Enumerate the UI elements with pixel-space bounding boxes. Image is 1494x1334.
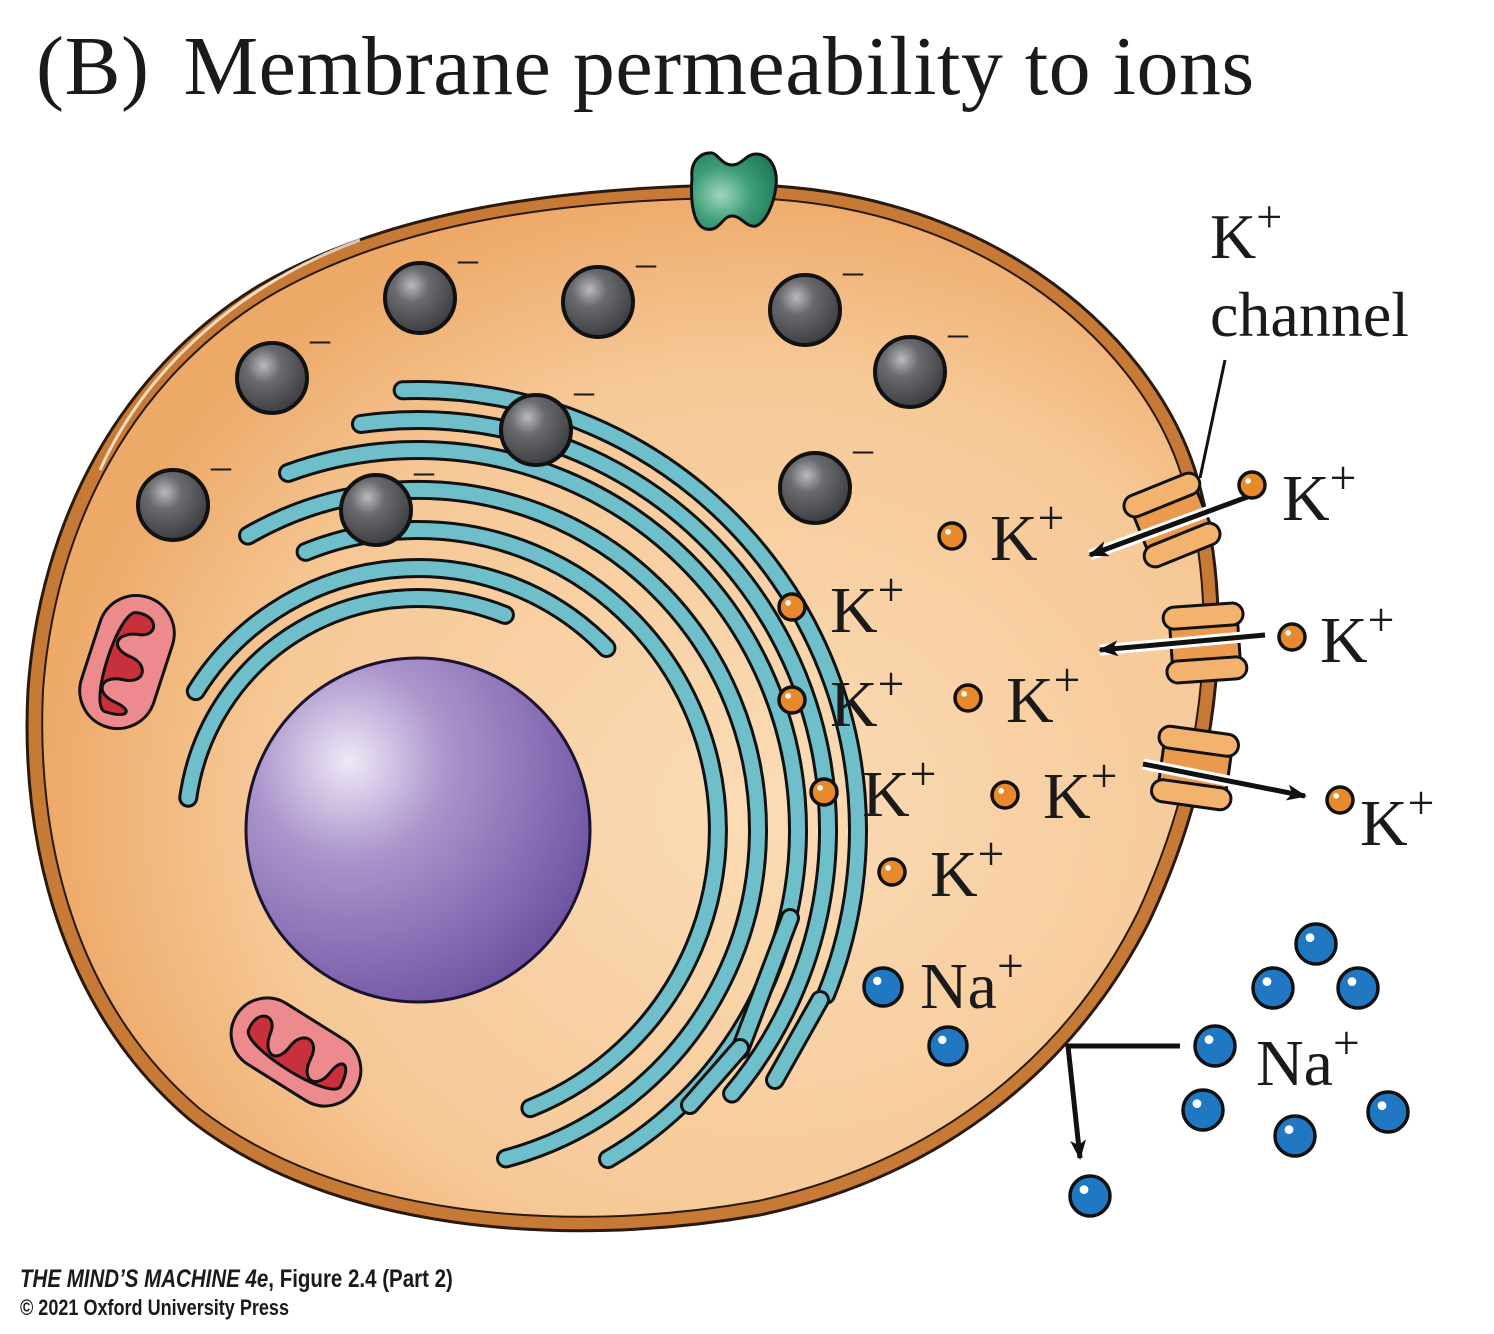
mitochondrion-upper: [78, 593, 176, 731]
sodium-ion-label: Na+: [1256, 1018, 1360, 1100]
potassium-ion-label: K+: [830, 565, 904, 647]
potassium-ion: K+: [937, 493, 1064, 575]
sodium-ion: [1336, 966, 1380, 1010]
potassium-ion-label: K+: [930, 829, 1004, 911]
potassium-ion: K+: [777, 565, 904, 647]
er-fragment: [765, 990, 830, 1090]
er-fragment: [730, 908, 800, 1060]
mitochondrion-lower: [229, 996, 363, 1108]
anion: –: [339, 448, 435, 547]
potassium-ion-label: K+: [1006, 655, 1080, 737]
sodium-ion: [1181, 1088, 1225, 1132]
book-title: THE MIND’S MACHINE 4e: [20, 1265, 269, 1293]
potassium-ion: K+: [1237, 453, 1356, 535]
anion: –: [383, 236, 479, 335]
potassium-ion-label: K+: [830, 659, 904, 741]
figure-ref: , Figure 2.4 (Part 2): [268, 1265, 453, 1293]
negative-charge-label: –: [210, 443, 232, 488]
sodium-ion-label: Na+: [920, 941, 1024, 1023]
potassium-ion: K+: [1277, 595, 1394, 677]
k-efflux-arrow: [1141, 758, 1307, 802]
negative-charge-label: –: [573, 368, 595, 413]
sodium-ions: Na+ Na+: [862, 922, 1410, 1218]
membrane-pump-protein: [690, 151, 778, 231]
k-influx-arrow-1: [1088, 490, 1252, 561]
er-cisterna: [295, 520, 728, 1119]
anion: –: [873, 310, 969, 409]
k-influx-arrow-2: [1098, 629, 1266, 657]
title-text: Membrane permeability to ions: [183, 20, 1255, 113]
sodium-ion: Na+: [862, 941, 1024, 1023]
k-channel-label-line1: K+: [1210, 191, 1282, 272]
copyright: © 2021 Oxford University Press: [20, 1295, 289, 1320]
anion: –: [778, 426, 874, 525]
anion: –: [561, 240, 657, 339]
sodium-ion: [927, 1025, 969, 1067]
panel-label: (B): [36, 20, 150, 113]
potassium-ion-label: K+: [990, 493, 1064, 575]
anion: –: [136, 443, 232, 542]
er-fragment: [680, 1038, 750, 1115]
sodium-ion: [1294, 922, 1338, 966]
potassium-ion: K+: [877, 829, 1004, 911]
negative-charge-label: –: [309, 316, 331, 361]
anion: –: [235, 316, 331, 415]
potassium-ion-label: K+: [1320, 595, 1394, 677]
potassium-ion: K+: [1325, 778, 1434, 860]
endoplasmic-reticulum: [178, 380, 868, 1170]
figure-credit: THE MIND’S MACHINE 4e, Figure 2.4 (Part …: [20, 1264, 453, 1322]
k-channel-leader-line: [1198, 359, 1227, 479]
nucleus: [244, 656, 592, 1004]
anion: –: [499, 368, 595, 467]
er-cisterna: [238, 480, 768, 1169]
negative-charge-label: –: [635, 240, 657, 285]
figure-title: (B) Membrane permeability to ions: [36, 18, 1255, 115]
potassium-ion: K+: [809, 749, 936, 831]
er-cisterna: [178, 588, 515, 808]
potassium-ion: K+: [990, 751, 1117, 833]
negative-charge-label: –: [852, 426, 874, 471]
potassium-ion: K+: [953, 655, 1080, 737]
k-channel: [1150, 724, 1240, 812]
potassium-ion: K+: [777, 659, 904, 741]
potassium-ion-label: K+: [1282, 453, 1356, 535]
potassium-ions: K+K+K+K+K+K+K+K+K+K+: [777, 453, 1434, 911]
negative-charge-label: –: [842, 248, 864, 293]
negative-charge-label: –: [947, 310, 969, 355]
potassium-ion-label: K+: [1360, 778, 1434, 860]
potassium-ion-label: K+: [862, 749, 936, 831]
sodium-ion: [1366, 1090, 1410, 1134]
na-blocked-arrow: [1065, 1043, 1180, 1160]
anions: – – – – – – – – –: [136, 236, 969, 547]
negative-charge-label: –: [413, 448, 435, 493]
potassium-ion-label: K+: [1043, 751, 1117, 833]
sodium-ion: [1068, 1174, 1112, 1218]
ion-arrows: [1065, 359, 1307, 1160]
sodium-ion: Na+: [1193, 1018, 1360, 1100]
er-cisterna: [185, 558, 617, 702]
membrane-highlight: [98, 238, 361, 471]
negative-charge-label: –: [457, 236, 479, 281]
anion: –: [768, 248, 864, 347]
sodium-ion: [1251, 966, 1295, 1010]
k-channel-label-line2: channel: [1210, 279, 1409, 350]
sodium-ion: [1273, 1114, 1317, 1158]
